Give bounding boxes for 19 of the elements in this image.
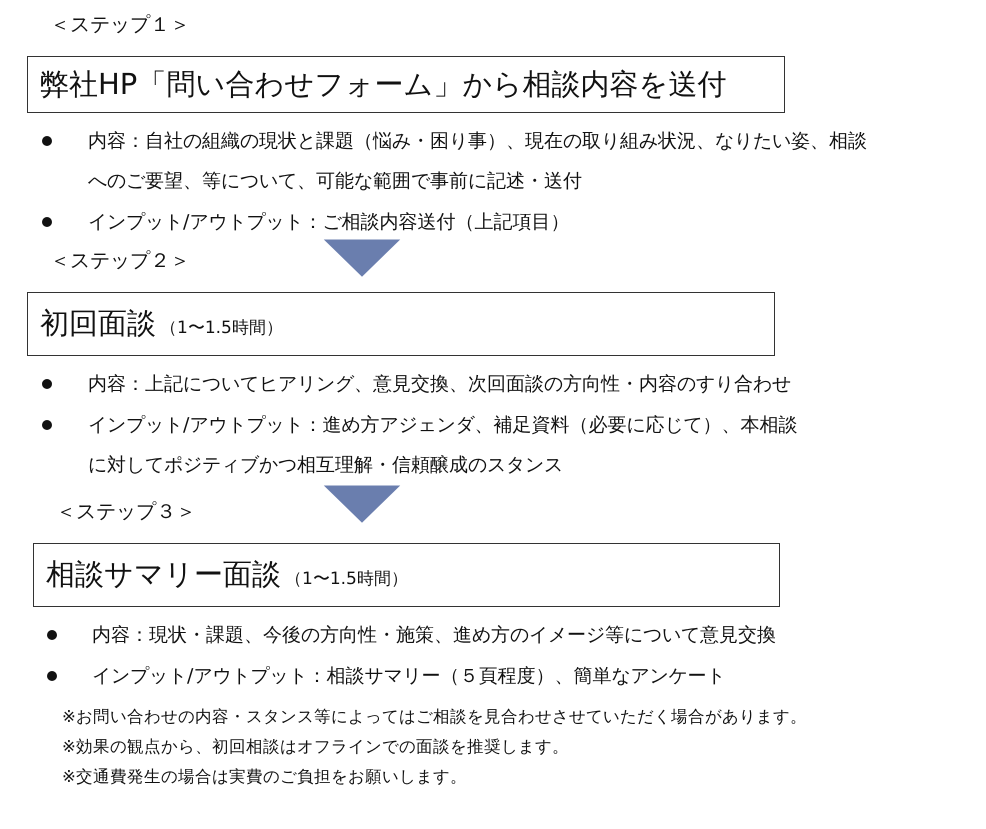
step-heading: ＜ステップ１＞ xyxy=(50,11,190,38)
duration-text: （1〜1.5時間） xyxy=(285,568,408,590)
step-title: 弊社HP「問い合わせフォーム」から相談内容を送付 xyxy=(40,66,726,102)
note-text: ※交通費発生の場合は実費のご負担をお願いします。 xyxy=(62,766,467,788)
down-arrow xyxy=(324,486,400,523)
bullet-text: インプット/アウトプット：相談サマリー（５頁程度）、簡単なアンケート xyxy=(92,664,726,689)
note-text: ※お問い合わせの内容・スタンス等によってはご相談を見合わせさせていただく場合があります。 xyxy=(62,706,807,728)
bullet-text: 内容：現状・課題、今後の方向性・施策、進め方のイメージ等について意見交換 xyxy=(92,623,777,648)
bullet-text: 内容：自社の組織の現状と課題（悩み・困り事）、現在の取り組み状況、なりたい姿、相談へのご要望、等について、可能な範囲で事前に記述・送付 xyxy=(88,129,868,194)
step-heading: ＜ステップ２＞ xyxy=(50,247,190,274)
step-title: 相談サマリー面談 xyxy=(46,556,281,593)
duration-text: （1〜1.5時間） xyxy=(160,316,283,338)
bullet-text: インプット/アウトプット：進め方アジェンダ、補足資料（必要に応じて）、本相談に対してポジティブかつ相互理解・信頼醸成のスタンス xyxy=(88,413,798,478)
bullet-text: インプット/アウトプット：ご相談内容送付（上記項目） xyxy=(88,210,570,235)
note-text: ※効果の観点から、初回相談はオフラインでの面談を推奨します。 xyxy=(62,736,569,758)
step-title: 初回面談 xyxy=(40,305,156,342)
down-arrow xyxy=(324,240,400,277)
bullet-text: 内容：上記についてヒアリング、意見交換、次回面談の方向性・内容のすり合わせ xyxy=(88,372,792,397)
step-heading: ＜ステップ３＞ xyxy=(56,498,196,525)
